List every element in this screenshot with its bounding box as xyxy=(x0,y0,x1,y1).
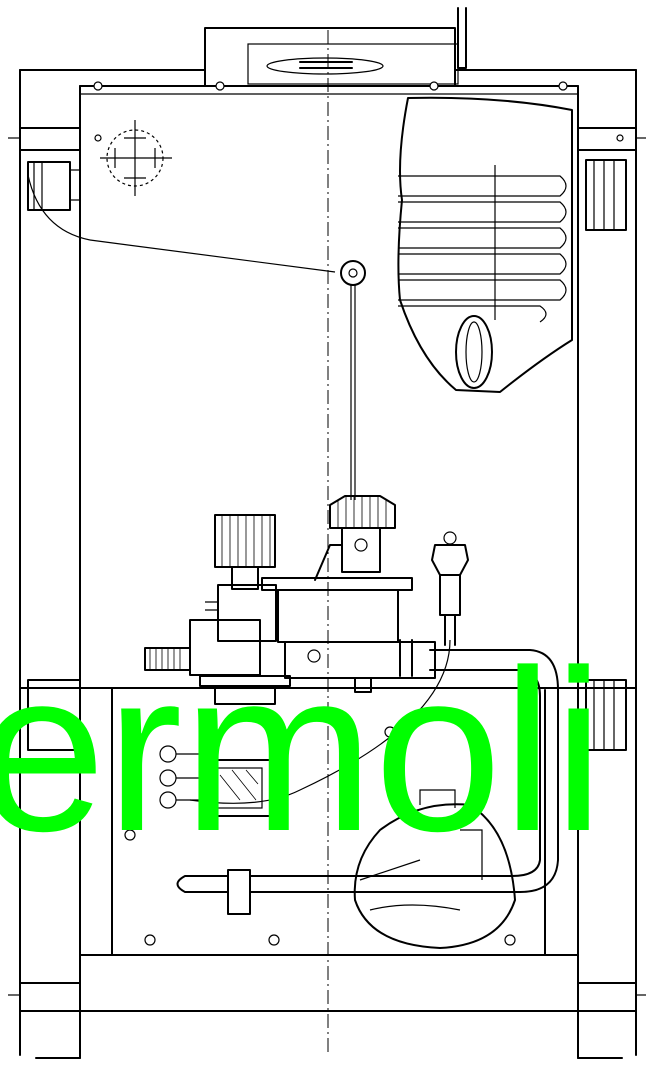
sight-hole xyxy=(100,120,172,196)
right-fitting-upper xyxy=(585,159,627,231)
top-screws xyxy=(93,81,624,142)
left-fitting-lower xyxy=(27,679,81,751)
main-burner xyxy=(353,789,516,949)
outer-frame xyxy=(8,69,646,1059)
igniter-tube xyxy=(176,531,559,915)
heat-exchanger xyxy=(397,96,573,393)
left-fitting-upper xyxy=(27,161,91,241)
gas-valve xyxy=(144,495,436,705)
pilot-burner xyxy=(159,745,273,817)
watermark-text: ermoli xyxy=(0,622,604,879)
flue-outlet xyxy=(204,7,467,87)
right-fitting-lower xyxy=(585,679,627,751)
lower-panel xyxy=(111,687,546,956)
capillary-tube xyxy=(89,239,366,500)
